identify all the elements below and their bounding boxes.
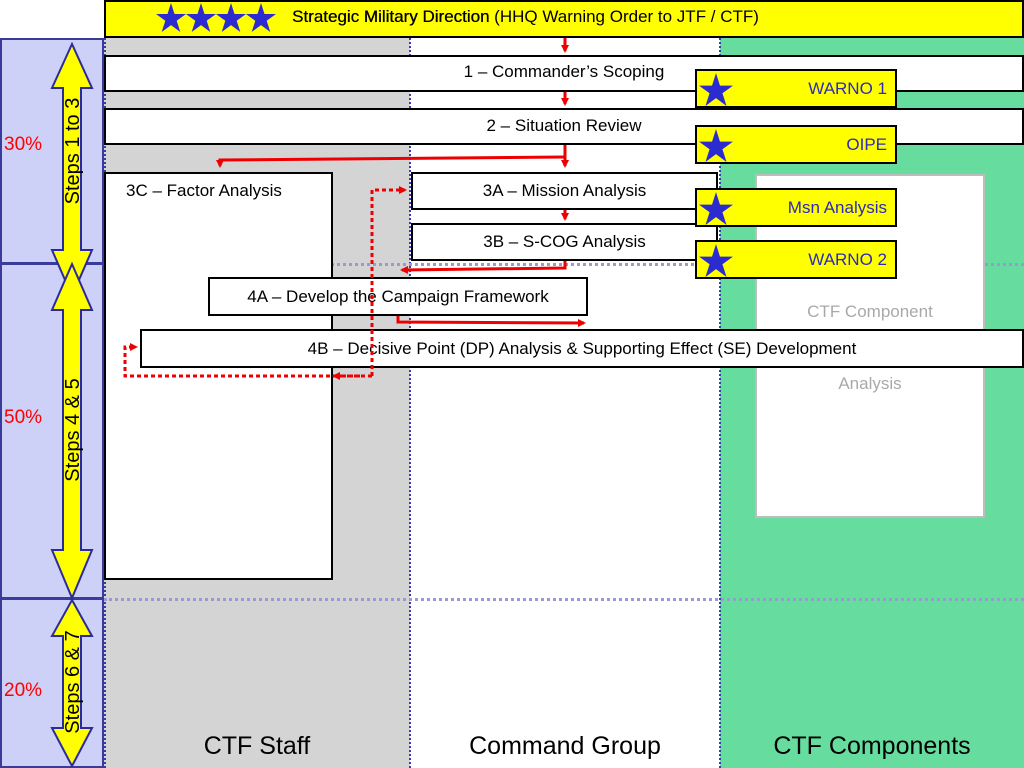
lane-separator [409,38,411,768]
msn-analysis-box: Msn Analysis [695,188,897,227]
phase-percent: 50% [4,407,43,428]
phase-percent: 20% [4,680,43,701]
star-icon [216,3,246,32]
phase-arrows [50,41,94,768]
lane-label-components: CTF Components [773,732,971,760]
msn-analysis-label: Msn Analysis [787,198,887,217]
phase-separator [104,598,1024,601]
star-icon [156,3,186,32]
step-4a-label: 4A – Develop the Campaign Framework [247,287,549,306]
step-3a-label: 3A – Mission Analysis [482,181,647,200]
title-rest: (HHQ Warning Order to JTF / CTF) [489,7,759,26]
star-icon [186,3,216,32]
flow-arrow [396,316,586,327]
warno-2-label: WARNO 2 [808,250,887,269]
step-2-label: 2 – Situation Review [486,116,642,135]
star-icon [699,129,733,162]
feedback-arrow [123,343,372,378]
step-3a-box: 3A – Mission Analysis [411,172,718,210]
step-3b-label: 3B – S-COG Analysis [483,232,646,251]
feedback-arrow [370,186,407,376]
star-icon [699,73,733,106]
lane-label-command: Command Group [469,732,661,760]
lane-label-staff: CTF Staff [203,732,311,760]
step-4a-box: 4A – Develop the Campaign Framework [208,277,588,316]
phase-percent: 30% [4,134,43,155]
warno-2-box: WARNO 2 [695,240,897,279]
step-1-label: 1 – Commander’s Scoping [463,62,665,81]
title-bold: Strategic Military Direction [292,7,490,26]
warno-1-label: WARNO 1 [808,79,887,98]
strategic-direction-title: Strategic Military Direction (HHQ Warnin… [292,7,759,27]
double-arrow-icon [50,597,94,768]
warno-1-box: WARNO 1 [695,69,897,108]
star-icon [699,244,733,277]
flow-arrow [216,155,566,168]
component-analysis-line1: CTF Component [807,302,933,321]
oipe-label: OIPE [846,135,887,154]
star-icon [246,3,276,32]
star-group [156,3,276,32]
lane-separator [719,38,721,768]
phase-column [0,38,104,768]
step-4b-box: 4B – Decisive Point (DP) Analysis & Supp… [140,329,1024,368]
component-analysis-line2: Analysis [838,374,902,393]
phase-box-3 [0,598,104,768]
step-3b-box: 3B – S-COG Analysis [411,223,718,261]
step-3c-label: 3C – Factor Analysis [126,181,282,200]
step-4b-label: 4B – Decisive Point (DP) Analysis & Supp… [307,339,857,358]
star-icon [699,192,733,225]
oipe-box: OIPE [695,125,897,164]
flow-arrow [400,261,567,274]
